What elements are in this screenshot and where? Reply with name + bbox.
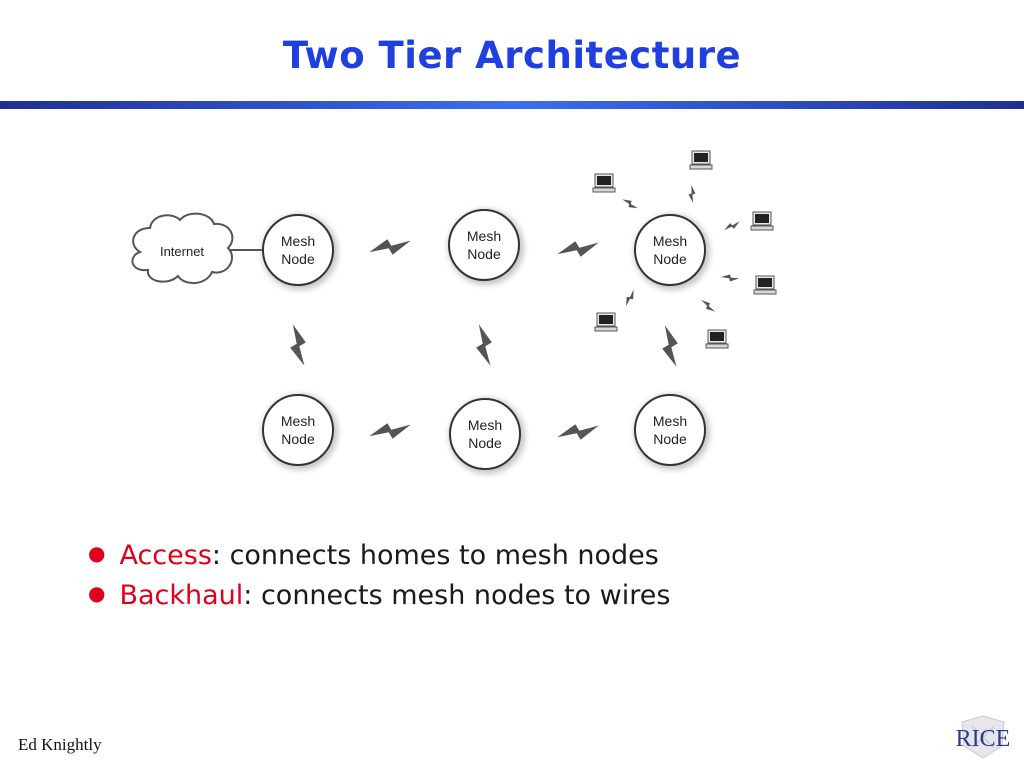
cloud-icon [131, 212, 234, 284]
small-lightning-bolt-icon [687, 184, 697, 204]
small-lightning-bolt-icon [722, 220, 742, 232]
bullet-item: ● Access: connects homes to mesh nodes [88, 540, 670, 571]
small-lightning-bolt-icon [700, 296, 716, 316]
lightning-bolt-icon [290, 324, 306, 366]
small-lightning-bolt-icon [621, 289, 639, 307]
footer-author: Ed Knightly [18, 735, 102, 754]
bullet-text: : connects mesh nodes to wires [243, 580, 671, 611]
node-label: Mesh [281, 233, 315, 249]
node-label: Node [467, 246, 501, 262]
mesh-node: Mesh Node [449, 398, 525, 474]
computer-icon [753, 275, 777, 295]
node-label: Mesh [653, 413, 687, 429]
bullet-term: Backhaul [119, 580, 244, 611]
node-label: Mesh [653, 233, 687, 249]
bullet-item: ● Backhaul: connects mesh nodes to wires [88, 580, 670, 611]
computer-icon [592, 173, 616, 193]
node-label: Mesh [468, 417, 502, 433]
lightning-bolt-icon [369, 423, 411, 439]
node-label: Node [281, 251, 315, 267]
mesh-node: Mesh Node [634, 394, 710, 470]
node-label: Node [653, 431, 687, 447]
network-diagram: Internet Mesh Node Mesh Node Mesh Node M… [131, 150, 777, 474]
mesh-node: Mesh Node [448, 209, 524, 285]
node-label: Mesh [467, 228, 501, 244]
lightning-bolt-icon [369, 239, 411, 255]
lightning-bolt-icon [557, 424, 599, 440]
node-label: Node [468, 435, 502, 451]
node-label: Node [281, 431, 315, 447]
rice-logo: RICE [956, 715, 1011, 759]
computer-icon [705, 329, 729, 349]
internet-cloud: Internet [131, 212, 234, 284]
bullet-dot: ● [88, 581, 106, 605]
bullet-term: Access [119, 540, 212, 571]
computer-icon [750, 211, 774, 231]
small-lightning-bolt-icon [720, 271, 740, 285]
lightning-bolt-icon [557, 241, 599, 257]
mesh-node: Mesh Node [262, 214, 338, 290]
node-label: Node [653, 251, 687, 267]
bullet-dot: ● [88, 541, 106, 565]
lightning-bolt-icon [476, 324, 492, 366]
computer-icon [689, 150, 713, 170]
mesh-node: Mesh Node [262, 394, 338, 470]
mesh-node: Mesh Node [634, 214, 710, 290]
computer-icon [594, 312, 618, 332]
title-divider [0, 101, 1024, 109]
slide-title: Two Tier Architecture [282, 34, 742, 77]
lightning-bolt-icon [662, 325, 678, 367]
bullet-text: : connects homes to mesh nodes [211, 540, 659, 571]
small-lightning-bolt-icon [621, 195, 639, 213]
cloud-label: Internet [160, 244, 204, 259]
bullet-list: ● Access: connects homes to mesh nodes ● B… [88, 540, 670, 620]
logo-text: RICE [956, 726, 1011, 752]
node-label: Mesh [281, 413, 315, 429]
